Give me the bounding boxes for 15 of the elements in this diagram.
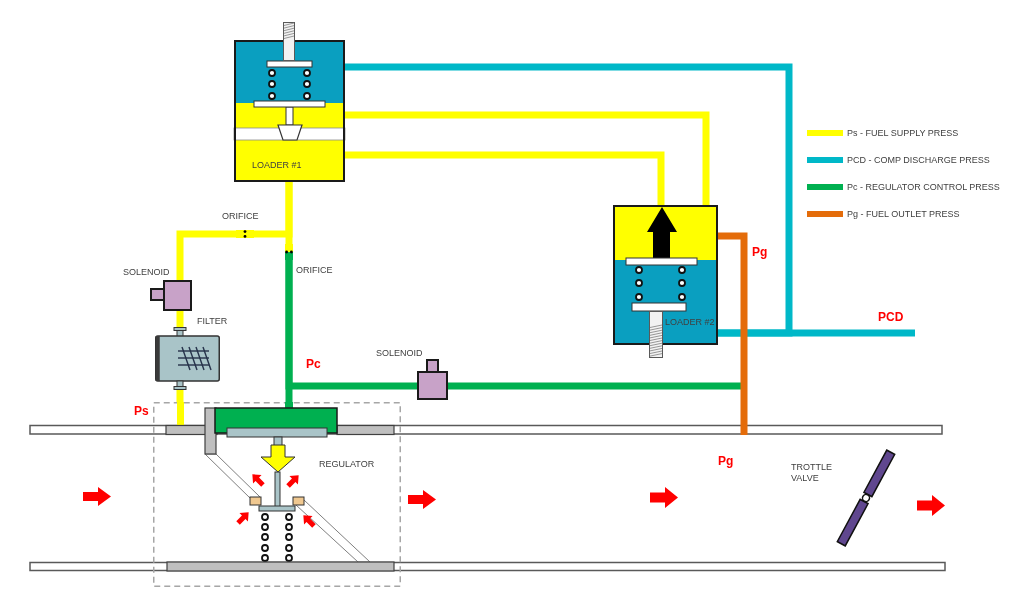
pressure-label: Pg [752,246,768,259]
component-label: TROTTLE VALVE [791,462,833,484]
component-label: FILTER [197,316,228,326]
component-label: LOADER #2 [665,317,715,327]
legend-label: Ps - FUEL SUPPLY PRESS [847,128,959,138]
legend-label: Pc - REGULATOR CONTROL PRESS [847,182,1000,192]
component-label: ORIFICE [222,211,259,221]
pressure-label: Ps [134,405,149,418]
component-label: SOLENOID [123,267,170,277]
legend-label: Pg - FUEL OUTLET PRESS [847,209,960,219]
pressure-label: Pg [718,455,734,468]
component-label: LOADER #1 [252,160,302,170]
legend-label: PCD - COMP DISCHARGE PRESS [847,155,990,165]
component-label: REGULATOR [319,459,375,469]
pressure-label: PCD [878,311,904,324]
